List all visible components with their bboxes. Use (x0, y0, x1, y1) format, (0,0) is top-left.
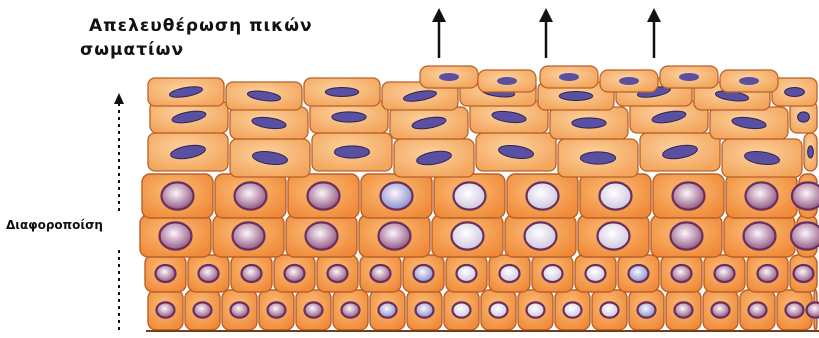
basal-row-1-nucleus (715, 265, 735, 282)
basal-row-2-nucleus (712, 302, 730, 317)
granular-row-1-nucleus (559, 92, 592, 101)
basal-row-2-nucleus (564, 302, 582, 317)
basal-row-2-nucleus (675, 302, 693, 317)
spinous-row-1-nucleus (600, 182, 632, 209)
basal-row-1-nucleus (758, 265, 778, 282)
release-up-arrow-icon (432, 8, 446, 58)
basal-row-2-nucleus (231, 302, 249, 317)
basal-row-2-nucleus (807, 302, 819, 317)
release-up-arrow-icon (539, 8, 553, 58)
basal-row-2-nucleus (453, 302, 471, 317)
granular-row-2-nucleus (798, 112, 810, 122)
spinous-row-1-nucleus (235, 182, 267, 209)
spinous-row-1-nucleus (308, 182, 340, 209)
basal-row-2-nucleus (786, 302, 804, 317)
basal-row-1-nucleus (672, 265, 692, 282)
arrow-head (432, 8, 446, 22)
basal-row-2-nucleus (268, 302, 286, 317)
spinous-row-1-nucleus (673, 182, 705, 209)
basal-row-2-nucleus (305, 302, 323, 317)
shedding-nucleus (559, 73, 579, 81)
spinous-row-2-nucleus (452, 222, 484, 249)
arrow-head (539, 8, 553, 22)
spinous-row-2-nucleus (791, 222, 819, 249)
shedding-nucleus (739, 77, 759, 85)
shedding-nucleus (619, 77, 639, 85)
basal-row-1-nucleus (414, 265, 434, 282)
basal-row-1-nucleus (371, 265, 391, 282)
arrow-head (647, 8, 661, 22)
shedding-nucleus (679, 73, 699, 81)
basal-row-1-nucleus (629, 265, 649, 282)
basal-row-2-nucleus (416, 302, 434, 317)
release-title-line-2: σωματίων (80, 40, 184, 60)
spinous-row-1-nucleus (792, 182, 819, 209)
basal-row-1-nucleus (794, 265, 814, 282)
basal-row-1-nucleus (543, 265, 563, 282)
granular-row-3-nucleus (334, 146, 369, 158)
label-gap (112, 212, 126, 250)
shedding-nucleus (439, 73, 459, 81)
spinous-row-2-nucleus (744, 222, 776, 249)
basal-row-2-nucleus (342, 302, 360, 317)
cell-layers (140, 66, 819, 331)
basal-row-2-nucleus (638, 302, 656, 317)
basal-row-2-nucleus (601, 302, 619, 317)
shedding-nucleus (497, 77, 517, 85)
spinous-row-1-nucleus (162, 182, 194, 209)
spinous-row-2-nucleus (306, 222, 338, 249)
basal-row-1-nucleus (199, 265, 219, 282)
granular-row-2-nucleus (332, 112, 366, 122)
granular-row-1-nucleus (325, 88, 358, 97)
basal-row-2-nucleus (157, 302, 175, 317)
spinous-row-1-nucleus (527, 182, 559, 209)
release-up-arrow-icon (647, 8, 661, 58)
spinous-row-2-nucleus (160, 222, 192, 249)
basal-row-1-nucleus (586, 265, 606, 282)
granular-row-3-nucleus (580, 152, 615, 164)
spinous-row-1-nucleus (454, 182, 486, 209)
basal-row-1-nucleus (328, 265, 348, 282)
basal-row-2-nucleus (490, 302, 508, 317)
basal-row-2-nucleus (379, 302, 397, 317)
basal-row-1-nucleus (285, 265, 305, 282)
basal-row-1-nucleus (457, 265, 477, 282)
dotted-arrow-head (114, 93, 124, 104)
basal-row-2-nucleus (749, 302, 767, 317)
spinous-row-2-nucleus (598, 222, 630, 249)
basal-row-1-nucleus (500, 265, 520, 282)
dotted-up-arrow-icon (112, 93, 126, 330)
differentiation-label: Διαφοροποίση (6, 218, 103, 232)
spinous-row-2-nucleus (525, 222, 557, 249)
release-title-line-1: Απελευθέρωση πικών (89, 16, 313, 36)
basal-row-1-nucleus (242, 265, 262, 282)
granular-row-2-nucleus (572, 118, 606, 128)
basal-row-2-nucleus (194, 302, 212, 317)
basal-row-2-nucleus (527, 302, 545, 317)
spinous-row-1-nucleus (381, 182, 413, 209)
spinous-row-2-nucleus (233, 222, 265, 249)
spinous-row-1-nucleus (746, 182, 778, 209)
spinous-row-2-nucleus (671, 222, 703, 249)
basal-row-1-nucleus (156, 265, 176, 282)
granular-row-3-nucleus (808, 146, 814, 158)
granular-row-1-nucleus (785, 88, 805, 97)
spinous-row-2-nucleus (379, 222, 411, 249)
